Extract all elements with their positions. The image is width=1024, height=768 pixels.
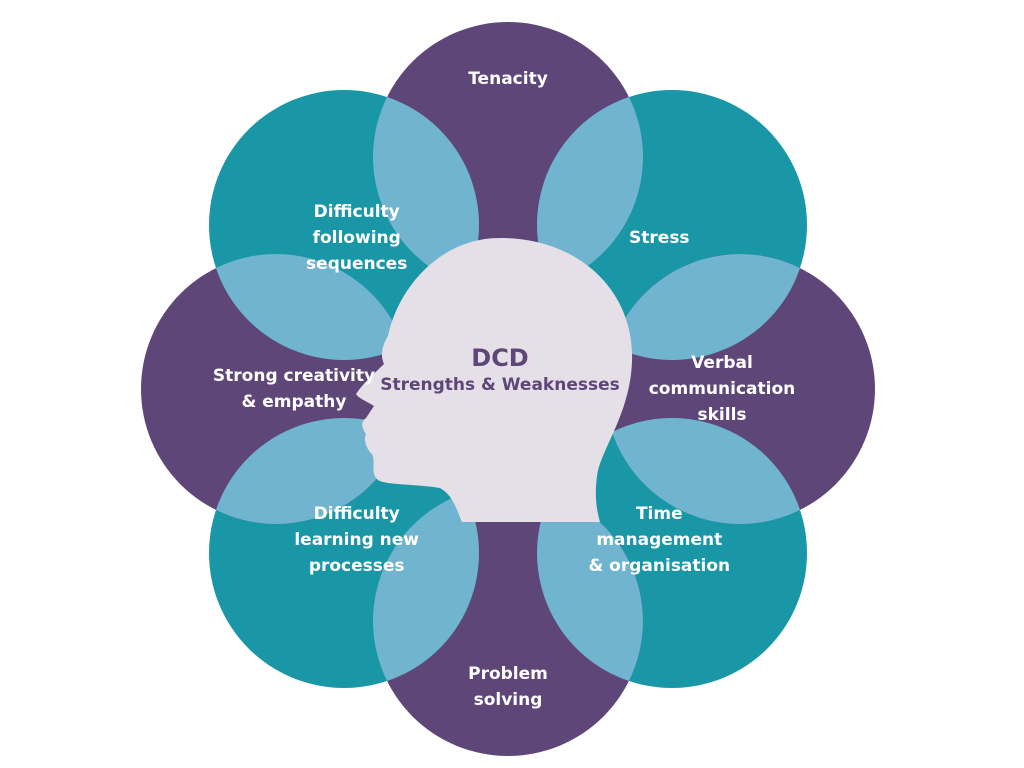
center-title-main: DCD <box>471 344 529 372</box>
petal-label-line: Tenacity <box>468 69 548 89</box>
petal-label-line: processes <box>308 556 405 577</box>
petal-label-line: learning new <box>294 530 420 551</box>
petal-label-verbal-communication: Verbal communication skills <box>622 350 822 428</box>
petal-label-line: following <box>312 227 401 248</box>
center-title-sub: Strengths & Weaknesses <box>380 375 620 395</box>
petal-label-line: Verbal <box>691 353 753 373</box>
petal-label-time-management: Time management & organisation <box>559 501 759 579</box>
petal-label-line: Time <box>635 504 683 525</box>
petal-overlap <box>373 493 479 681</box>
petal-label-line: & empathy <box>241 392 347 412</box>
petal-label-line: Difficulty <box>313 504 400 525</box>
petal-label-problem-solving: Problem solving <box>408 661 608 713</box>
petal-label-creativity-empathy: Strong creativity & empathy <box>194 363 394 415</box>
petal-label-line: management <box>596 530 723 551</box>
petal-label-line: Stress <box>629 227 690 248</box>
petal-label-line: solving <box>473 690 543 710</box>
petal-overlap <box>537 493 643 681</box>
petal-overlap <box>216 418 404 524</box>
petal-label-tenacity: Tenacity <box>408 66 608 92</box>
petal-overlaps <box>216 97 800 681</box>
petal-label-line: Difficulty <box>313 201 400 222</box>
petal-label-stress: Stress <box>559 225 759 251</box>
petal-label-line: skills <box>697 405 747 425</box>
petal-label-line: Strong creativity <box>212 366 376 386</box>
petal-overlap <box>612 254 800 360</box>
petal-label-line: communication <box>648 379 796 399</box>
petal-overlap <box>612 418 800 524</box>
petal-label-difficulty-learning: Difficulty learning new processes <box>257 501 457 579</box>
petal-label-line: Problem <box>468 664 548 684</box>
center-title: DCD Strengths & Weaknesses <box>300 344 700 398</box>
petal-label-line: & organisation <box>588 556 731 577</box>
petal-label-line: sequences <box>306 253 408 274</box>
head-silhouette <box>356 238 633 522</box>
petal-overlap <box>373 97 479 285</box>
petal-label-difficulty-sequences: Difficulty following sequences <box>257 199 457 277</box>
petal-overlap <box>537 97 643 285</box>
petal-overlap <box>216 254 404 360</box>
